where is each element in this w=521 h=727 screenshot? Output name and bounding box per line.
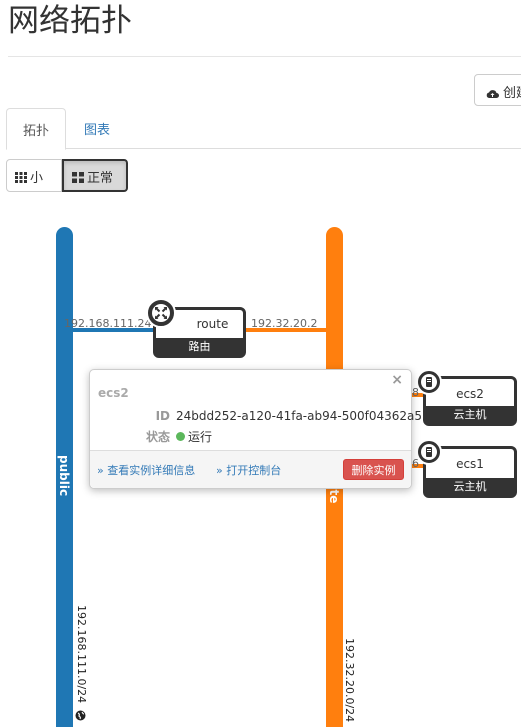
create-button[interactable]: 创建 bbox=[474, 74, 521, 106]
server-glyph-icon bbox=[421, 374, 437, 390]
popup-title: ecs2 bbox=[98, 386, 129, 400]
title-divider bbox=[8, 56, 521, 57]
delete-instance-button[interactable]: 删除实例 bbox=[343, 459, 404, 480]
instance-name-ecs2: ecs2 bbox=[456, 387, 484, 401]
close-icon[interactable]: × bbox=[391, 372, 403, 388]
globe-icon bbox=[75, 710, 86, 721]
server-icon bbox=[416, 439, 442, 465]
cloud-upload-icon bbox=[486, 90, 499, 98]
network-cidr-public: 192.168.111.0/24 bbox=[75, 605, 88, 704]
ecs1-ip-fragment: 6 bbox=[412, 457, 419, 470]
instance-detail-popup: × ecs2 ID 24bdd252-a120-41fa-ab94-500f04… bbox=[89, 369, 430, 489]
network-bar-public[interactable] bbox=[56, 227, 73, 727]
page-title: 网络拓扑 bbox=[8, 3, 132, 39]
tab-topology[interactable]: 拓扑 bbox=[6, 108, 66, 150]
instance-name-ecs1: ecs1 bbox=[456, 457, 484, 471]
status-dot-icon bbox=[176, 432, 185, 441]
size-small-button[interactable]: 小 bbox=[6, 159, 62, 192]
popup-footer: » 查看实例详细信息 » 打开控制台 删除实例 bbox=[90, 450, 411, 488]
server-glyph-icon bbox=[421, 444, 437, 460]
ecs2-ip-fragment: 8 bbox=[412, 386, 419, 399]
router-arrows-icon bbox=[152, 304, 170, 322]
popup-status-label: 状态 bbox=[145, 430, 170, 444]
instance-details-link[interactable]: » 查看实例详细信息 bbox=[97, 464, 196, 477]
popup-status: 运行 bbox=[176, 428, 212, 445]
instance-type-ecs2: 云主机 bbox=[426, 406, 514, 423]
router-private-link bbox=[245, 328, 327, 332]
small-grid-icon bbox=[15, 172, 27, 183]
size-small-label: 小 bbox=[30, 171, 44, 186]
router-public-link bbox=[73, 328, 155, 332]
open-console-link[interactable]: » 打开控制台 bbox=[216, 464, 282, 477]
tab-graph[interactable]: 图表 bbox=[83, 123, 110, 138]
size-normal-label: 正常 bbox=[87, 171, 114, 186]
server-icon bbox=[416, 369, 442, 395]
popup-id-label: ID bbox=[155, 409, 170, 423]
router-private-ip: 192.32.20.2 bbox=[251, 317, 318, 330]
size-normal-button[interactable]: 正常 bbox=[62, 159, 128, 192]
large-grid-icon bbox=[72, 172, 84, 183]
router-public-ip: 192.168.111.24 bbox=[64, 317, 152, 330]
view-tabs: 拓扑 图表 bbox=[6, 108, 521, 150]
network-cidr-private: 192.32.20.0/24 bbox=[343, 638, 356, 723]
router-name: route bbox=[196, 317, 229, 331]
popup-id-value: 24bdd252-a120-41fa-ab94-500f04362a51 bbox=[176, 409, 430, 423]
router-icon bbox=[146, 298, 176, 328]
instance-type-ecs1: 云主机 bbox=[426, 478, 514, 495]
network-name-public: public bbox=[57, 455, 71, 497]
create-button-label: 创建 bbox=[503, 86, 521, 101]
router-type-label: 路由 bbox=[156, 338, 243, 355]
popup-status-value: 运行 bbox=[188, 430, 213, 444]
